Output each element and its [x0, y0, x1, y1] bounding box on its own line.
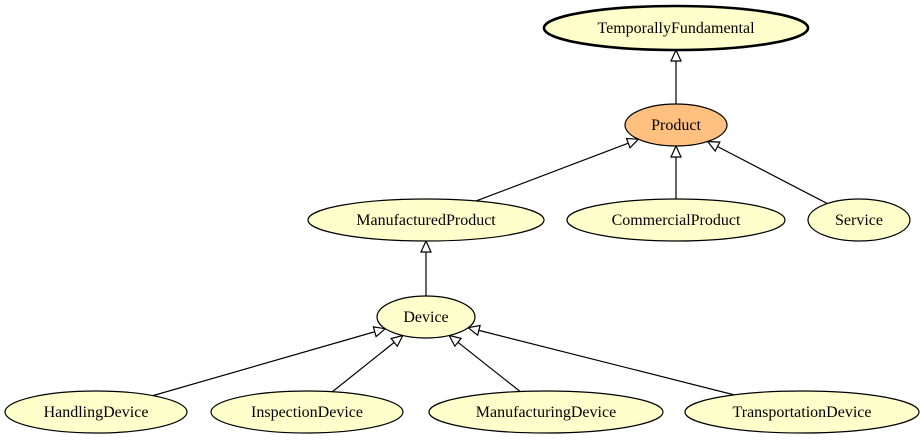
arrow-head-icon	[466, 324, 481, 337]
node-ellipse[interactable]	[4, 390, 188, 434]
node-label: Device	[403, 309, 448, 326]
edge-line	[717, 145, 828, 205]
edge-line	[331, 341, 395, 393]
edge-device-to-manufactured-product	[420, 239, 432, 296]
node-product[interactable]: Product	[624, 103, 728, 147]
edge-manufactured-product-to-product	[475, 137, 640, 202]
arrow-head-icon	[390, 334, 404, 348]
nodes-layer: TemporallyFundamentalProductManufactured…	[4, 4, 920, 434]
node-commercial-product[interactable]: CommercialProduct	[566, 198, 786, 242]
node-label: HandlingDevice	[44, 404, 149, 421]
node-label: Service	[835, 212, 883, 229]
edge-line	[457, 341, 521, 392]
node-label: TransportationDevice	[733, 404, 872, 421]
node-ellipse[interactable]	[428, 390, 664, 434]
edges-layer	[152, 48, 828, 397]
node-manufactured-product[interactable]: ManufacturedProduct	[307, 198, 545, 242]
arrow-head-icon	[706, 140, 721, 153]
node-label: ManufacturedProduct	[356, 212, 496, 229]
node-device[interactable]: Device	[376, 295, 476, 339]
arrow-head-icon	[448, 334, 463, 348]
node-label: InspectionDevice	[251, 404, 363, 421]
node-service[interactable]: Service	[807, 198, 911, 242]
node-manufacturing-device[interactable]: ManufacturingDevice	[428, 390, 664, 434]
edge-inspection-device-to-device	[331, 334, 404, 393]
node-transportation-device[interactable]: TransportationDevice	[684, 390, 920, 434]
node-ellipse[interactable]	[624, 103, 728, 147]
node-ellipse[interactable]	[210, 390, 404, 434]
edge-commercial-product-to-product	[670, 144, 682, 199]
node-ellipse[interactable]	[566, 198, 786, 242]
node-ellipse[interactable]	[307, 198, 545, 242]
node-inspection-device[interactable]: InspectionDevice	[210, 390, 404, 434]
node-label: ManufacturingDevice	[476, 404, 616, 421]
edge-transportation-device-to-device	[466, 324, 735, 396]
node-label: Product	[651, 117, 701, 134]
arrow-head-icon	[420, 239, 432, 253]
edge-manufacturing-device-to-device	[448, 334, 521, 392]
edge-product-to-temporally-fundamental	[670, 48, 682, 104]
edge-service-to-product	[706, 140, 828, 205]
node-label: TemporallyFundamental	[597, 20, 755, 37]
edge-line	[152, 331, 375, 397]
arrow-head-icon	[670, 144, 682, 158]
arrow-head-icon	[372, 326, 387, 338]
edge-handling-device-to-device	[152, 326, 387, 397]
node-label: CommercialProduct	[612, 212, 741, 229]
node-temporally-fundamental[interactable]: TemporallyFundamental	[542, 4, 810, 52]
node-ellipse[interactable]	[542, 4, 810, 52]
arrow-head-icon	[670, 48, 682, 62]
edge-line	[478, 329, 735, 396]
node-handling-device[interactable]: HandlingDevice	[4, 390, 188, 434]
arrow-head-icon	[625, 137, 640, 149]
node-ellipse[interactable]	[684, 390, 920, 434]
edge-line	[475, 142, 629, 202]
node-ellipse[interactable]	[376, 295, 476, 339]
node-ellipse[interactable]	[807, 198, 911, 242]
